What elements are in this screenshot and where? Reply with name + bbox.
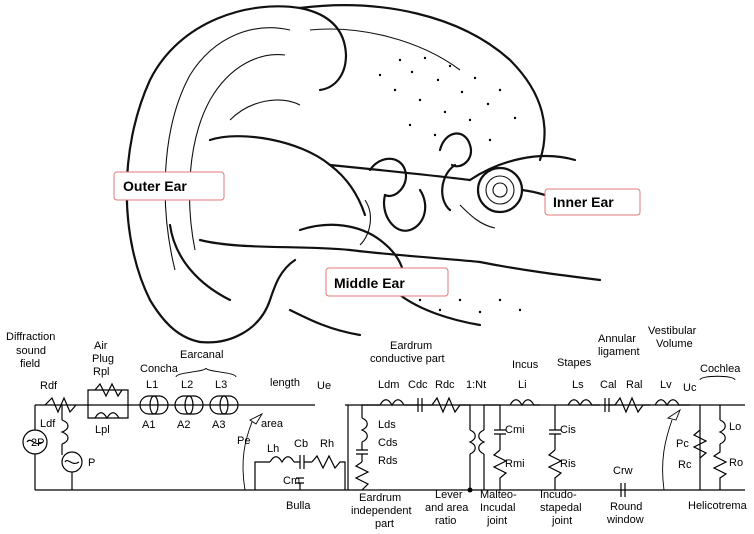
label-ldm: Ldm (378, 379, 399, 391)
label-ris: Ris (560, 458, 576, 470)
label-rc: Rc (678, 459, 692, 471)
label-rpl: Rpl (93, 366, 110, 378)
label-lpl: Lpl (95, 424, 110, 436)
label-cal: Cal (600, 379, 617, 391)
label-lever-2: and area (425, 502, 469, 514)
label-2p: 2P (31, 437, 44, 449)
svg-text:Middle Ear: Middle Ear (334, 275, 405, 291)
label-earcanal: Earcanal (180, 349, 223, 361)
label-malteo-3: joint (486, 515, 507, 527)
label-incudo-2: stapedal (540, 502, 582, 514)
label-eardrum-indep-3: part (375, 518, 394, 529)
label-li: Li (518, 379, 527, 391)
label-lv: Lv (660, 379, 672, 391)
label-area: area (261, 418, 284, 430)
label-l3: L3 (215, 379, 227, 391)
label-lh: Lh (267, 443, 279, 455)
label-rdc: Rdc (435, 379, 455, 391)
label-ro: Ro (729, 457, 743, 469)
label-plug: Plug (92, 353, 114, 365)
label-stapes: Stapes (557, 357, 592, 369)
outer-ear-label: Outer Ear (114, 172, 224, 200)
label-concha: Concha (140, 363, 179, 375)
label-round-1: Round (610, 501, 642, 513)
label-a3: A3 (212, 419, 225, 431)
label-diffraction-1: Diffraction (6, 331, 55, 343)
svg-text:Inner Ear: Inner Ear (553, 194, 614, 210)
label-ral: Ral (626, 379, 643, 391)
label-cds: Cds (378, 437, 398, 449)
label-malteo-2: Incudal (480, 502, 515, 514)
label-eardrum-conductive-2: conductive part (370, 353, 445, 365)
label-rds: Rds (378, 455, 398, 467)
label-lever-1: Lever (435, 489, 463, 501)
label-eardrum-indep-1: Eardrum (359, 492, 401, 504)
label-uc: Uc (683, 382, 697, 394)
label-round-2: window (606, 514, 644, 526)
label-annular-1: Annular (598, 333, 636, 345)
inner-ear-label: Inner Ear (545, 189, 640, 215)
label-l2: L2 (181, 379, 193, 391)
middle-ear-label: Middle Ear (326, 268, 448, 296)
label-eardrum-indep-2: independent (351, 505, 412, 517)
label-cmi: Cmi (505, 424, 525, 436)
label-rdf: Rdf (40, 380, 58, 392)
label-incudo-1: Incudo- (540, 489, 577, 501)
label-l1: L1 (146, 379, 158, 391)
label-a2: A2 (177, 419, 190, 431)
label-cdc: Cdc (408, 379, 428, 391)
svg-text:Outer Ear: Outer Ear (123, 178, 187, 194)
label-incudo-3: joint (551, 515, 572, 527)
label-cochlea: Cochlea (700, 363, 741, 375)
label-annular-2: ligament (598, 346, 640, 358)
label-crw: Crw (613, 465, 633, 477)
label-diffraction-2: sound (16, 345, 46, 357)
label-pe: Pe (237, 435, 250, 447)
label-ue: Ue (317, 380, 331, 392)
label-rmi: Rmi (505, 458, 525, 470)
label-vestibular-2: Volume (656, 338, 693, 350)
label-ldf: Ldf (40, 418, 56, 430)
label-cis: Cis (560, 424, 576, 436)
label-lds: Lds (378, 419, 396, 431)
label-lever-3: ratio (435, 515, 456, 527)
label-ratio: 1:Nt (466, 379, 486, 391)
label-helicotrema: Helicotrema (688, 500, 748, 512)
label-a1: A1 (142, 419, 155, 431)
label-length: length (270, 377, 300, 389)
label-lo: Lo (729, 421, 741, 433)
label-diffraction-3: field (20, 358, 40, 370)
label-air: Air (94, 340, 108, 352)
circuit-labels: Diffraction sound field Rdf Ldf 2P P Air… (6, 325, 748, 529)
label-bulla: Bulla (286, 500, 311, 512)
label-cb: Cb (294, 438, 308, 450)
label-malteo-1: Malteo- (480, 489, 517, 501)
label-pc: Pc (676, 438, 689, 450)
label-vestibular-1: Vestibular (648, 325, 697, 337)
label-rh: Rh (320, 438, 334, 450)
label-incus: Incus (512, 359, 539, 371)
label-ls: Ls (572, 379, 584, 391)
label-p: P (88, 457, 95, 469)
label-eardrum-conductive-1: Eardrum (390, 340, 432, 352)
label-cm: Cm (283, 475, 300, 487)
